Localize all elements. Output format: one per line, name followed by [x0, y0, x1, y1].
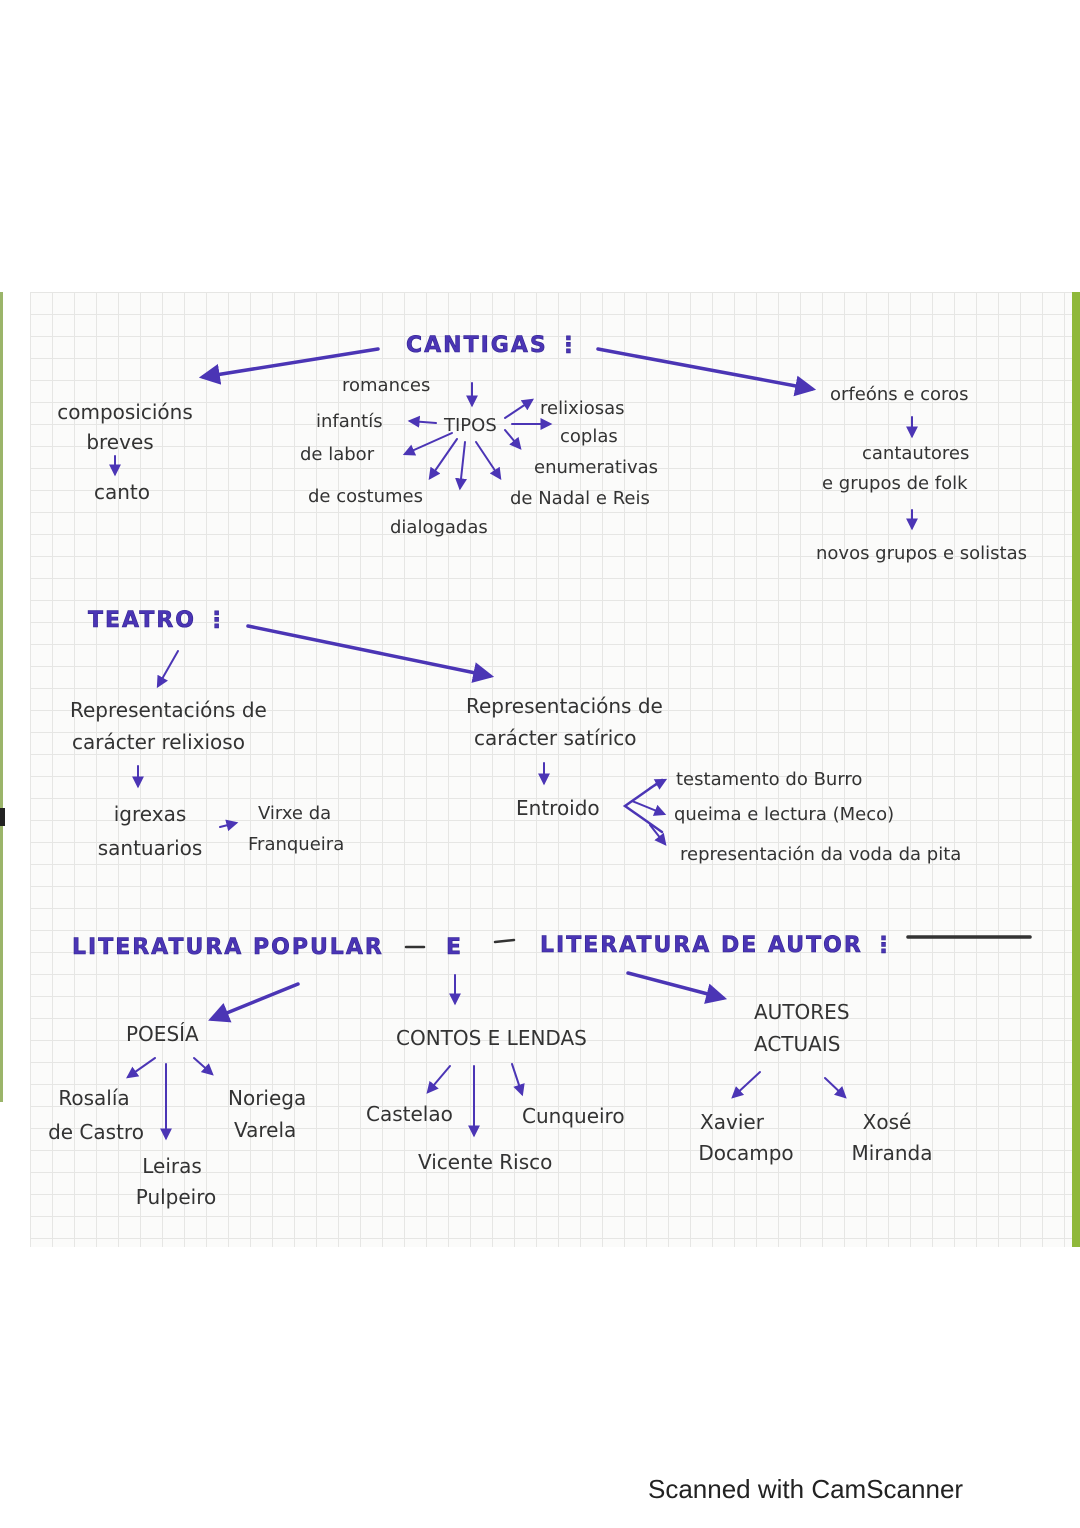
literatura-autor: LITERATURA DE AUTOR ⋮ — [540, 933, 897, 958]
teatro-satirico-line1: Representacións de — [466, 694, 663, 718]
arrow-literatura-autor — [626, 971, 728, 1004]
poesia-title: POESÍA — [126, 1022, 199, 1046]
cantigas-canto: canto — [93, 480, 151, 504]
poesia-noriega-line1: Noriega — [228, 1086, 307, 1110]
contos-risco: Vicente Risco — [418, 1150, 553, 1174]
arrow-teatro-right — [246, 624, 495, 683]
poesia-rosalia-line1: Rosalía — [58, 1086, 130, 1110]
tipo-de-nadal: de Nadal e Reis — [510, 488, 650, 509]
page-edge-left — [0, 292, 3, 1102]
entroido-item-1: testamento do Burro — [676, 769, 863, 790]
edge-mark — [0, 808, 5, 826]
tipo-de-labor: de labor — [300, 444, 375, 465]
cantigas-title: CANTIGAS ⋮ — [406, 333, 582, 358]
poesia-noriega-line2: Varela — [234, 1118, 297, 1142]
literatura-e: E — [446, 935, 464, 960]
autores-title-line2: ACTUAIS — [754, 1032, 841, 1056]
contos-title: CONTOS E LENDAS — [396, 1026, 587, 1050]
tipo-de-costumes: de costumes — [308, 486, 423, 507]
camscanner-footer: Scanned with CamScanner — [648, 1474, 964, 1504]
autores-docampo-line1: Xavier — [700, 1110, 764, 1134]
literatura-popular: LITERATURA POPULAR — [72, 935, 384, 960]
autores-miranda-line2: Miranda — [851, 1141, 933, 1165]
tipo-coplas: coplas — [560, 426, 618, 447]
teatro-title: TEATRO ⋮ — [88, 608, 230, 633]
cantigas-orfeons: orfeóns e coros — [830, 384, 969, 405]
cantigas-breves: breves — [86, 430, 154, 454]
teatro-relixioso-line2: carácter relixioso — [72, 730, 245, 754]
poesia-leiras-line2: Pulpeiro — [135, 1185, 217, 1209]
tipo-romances: romances — [342, 375, 431, 396]
teatro-virxe-line1: Virxe da — [258, 803, 332, 824]
tipo-infantis: infantís — [316, 411, 383, 432]
autores-miranda-line1: Xosé — [862, 1110, 912, 1134]
arrow-cantigas-right — [596, 347, 817, 397]
arrow-literatura-popular — [208, 982, 300, 1023]
entroido-item-3: representación da voda da pita — [680, 844, 962, 865]
teatro-igrexas: igrexas — [113, 802, 187, 826]
tipo-enumerativas: enumerativas — [534, 457, 659, 478]
teatro-relixioso-line1: Representacións de — [70, 698, 267, 722]
arrow-cantigas-left — [198, 347, 380, 385]
entroido-item-2: queima e lectura (Meco) — [674, 804, 895, 825]
cantigas-composicions: composicións — [57, 400, 193, 424]
tipo-relixiosas: relixiosas — [540, 398, 625, 419]
teatro-virxe-line2: Franqueira — [248, 834, 345, 855]
cantigas-cantautores: cantautores — [862, 443, 970, 464]
tipo-dialogadas: dialogadas — [390, 517, 488, 538]
notebook-page — [30, 292, 1076, 1247]
tipos-label: TIPOS — [444, 415, 497, 436]
teatro-satirico-line2: carácter satírico — [474, 726, 637, 750]
contos-castelao: Castelao — [366, 1102, 453, 1126]
poesia-leiras-line1: Leiras — [142, 1154, 202, 1178]
teatro-entroido: Entroido — [516, 796, 600, 820]
cantigas-grupos-folk: e grupos de folk — [822, 473, 968, 494]
cantigas-novos-grupos: novos grupos e solistas — [816, 543, 1027, 564]
page-edge-right — [1072, 292, 1080, 1247]
teatro-santuarios: santuarios — [97, 836, 203, 860]
poesia-rosalia-line2: de Castro — [48, 1120, 144, 1144]
contos-cunqueiro: Cunqueiro — [522, 1104, 625, 1128]
autores-docampo-line2: Docampo — [698, 1141, 794, 1165]
autores-title-line1: AUTORES — [754, 1000, 850, 1024]
